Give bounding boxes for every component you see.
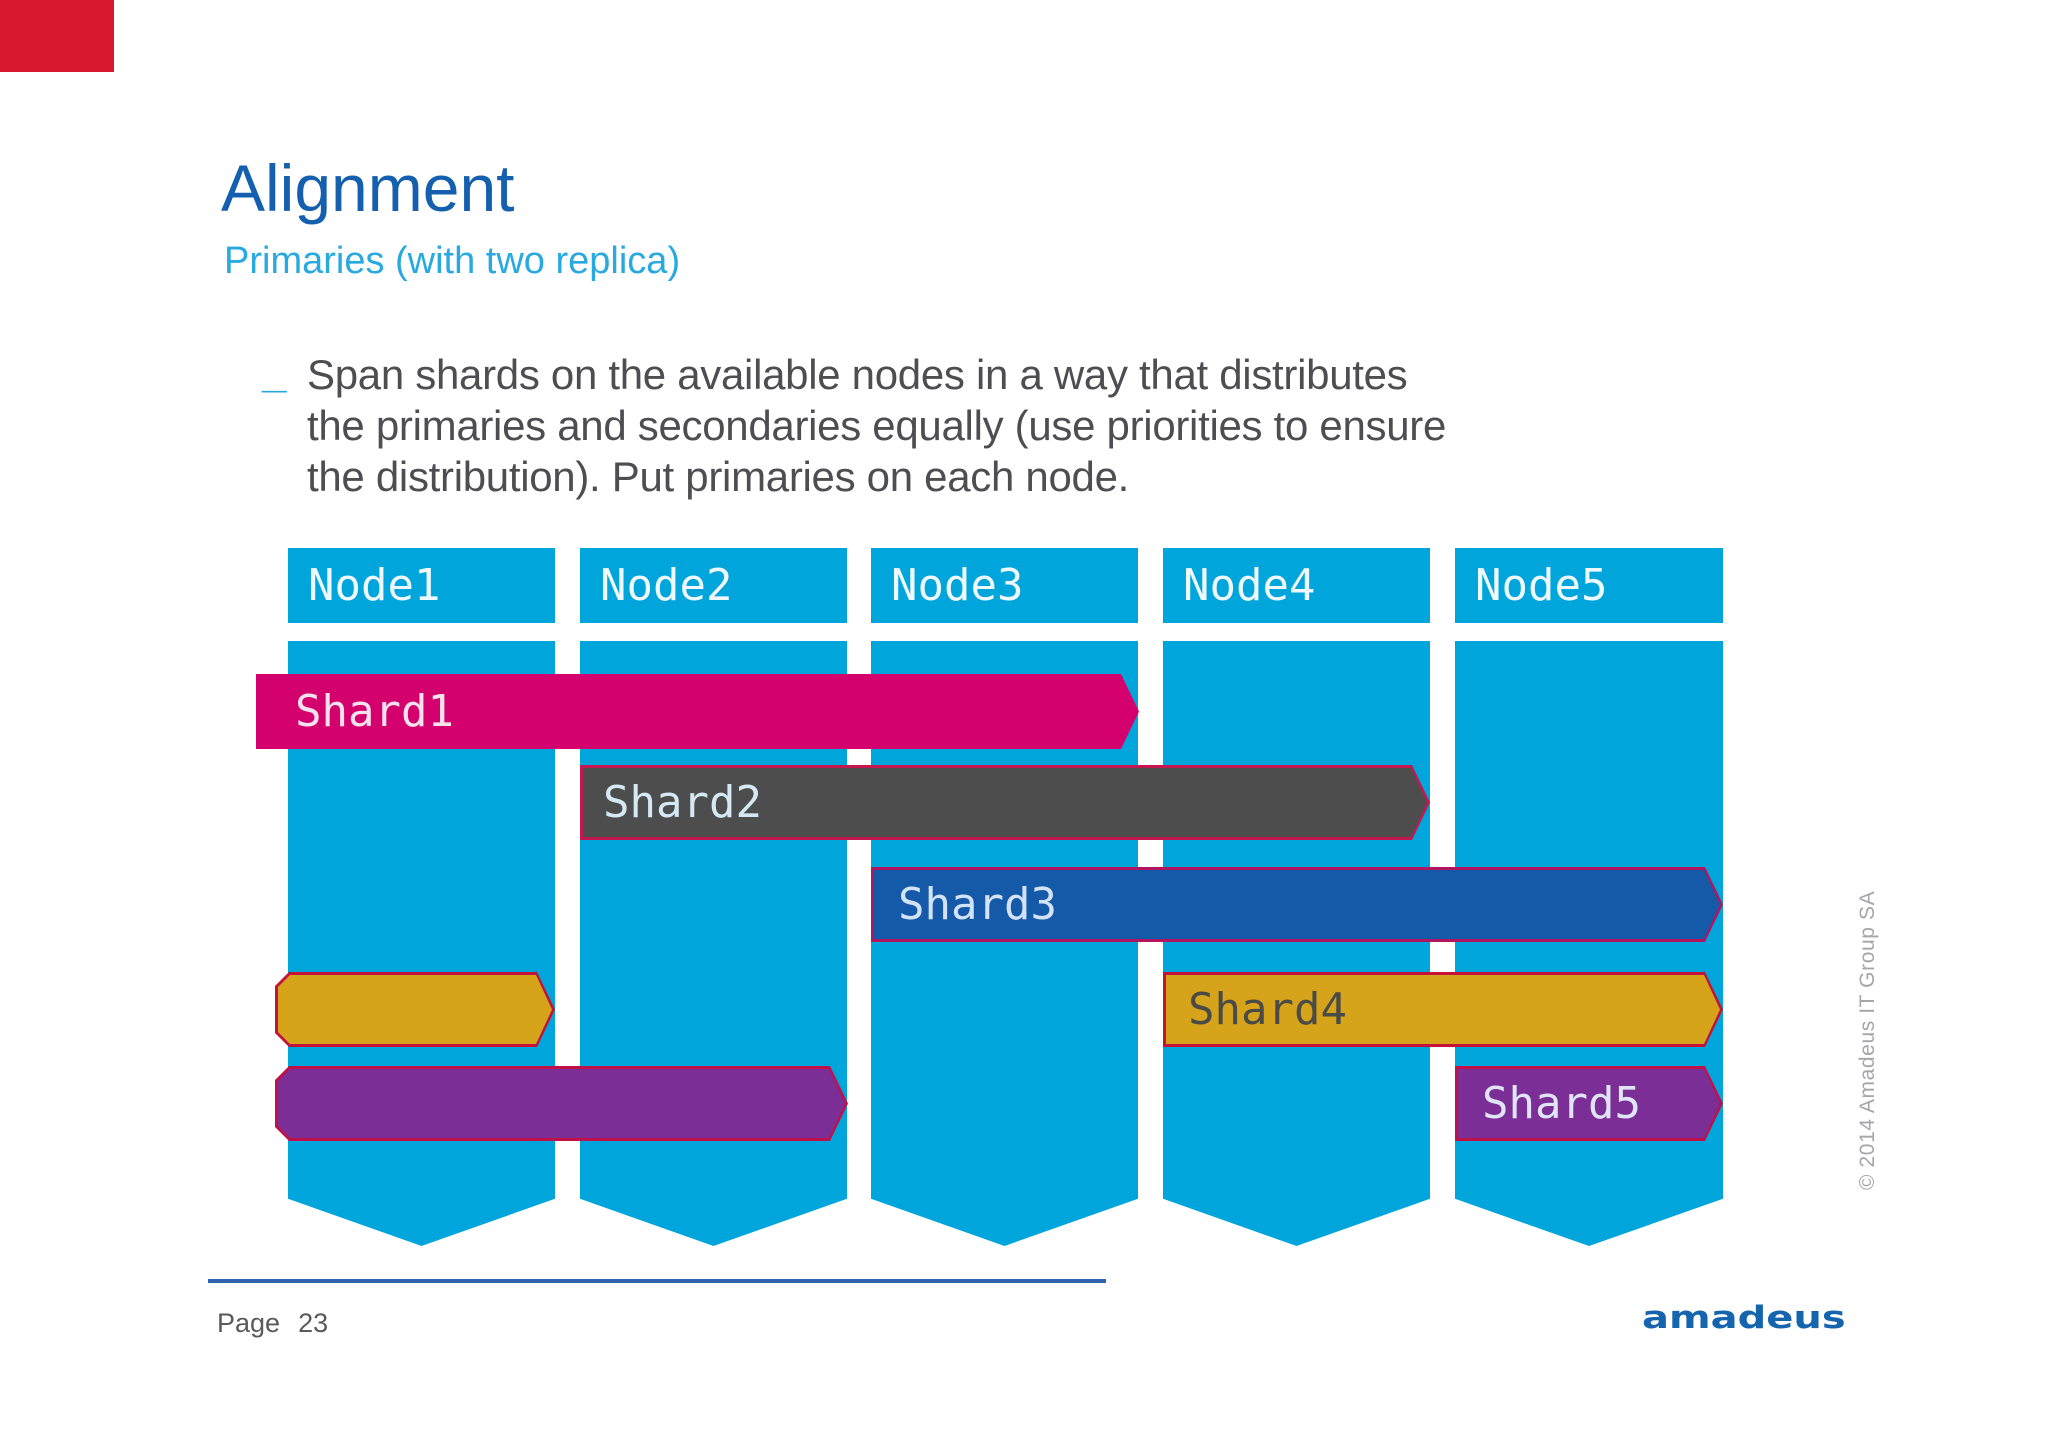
node5-column	[1455, 641, 1723, 1246]
shard2-label: Shard2	[603, 777, 762, 828]
bullet-line-1: Span shards on the available nodes in a …	[307, 351, 1408, 398]
shard5-label: Shard5	[1482, 1078, 1641, 1129]
red-corner-tab	[0, 0, 114, 72]
slide-title: Alignment	[221, 151, 515, 225]
shard1-fill: Shard1	[259, 677, 1136, 746]
bullet-line-2: the primaries and secondaries equally (u…	[307, 402, 1447, 449]
shard3-bar: Shard3	[871, 867, 1723, 942]
footer-divider-line	[208, 1279, 1106, 1283]
page-number: 23	[298, 1308, 329, 1338]
shard5-wrap-bar	[275, 1066, 848, 1141]
shard4-wrap-fill	[278, 975, 552, 1044]
shard1-bar: Shard1	[256, 674, 1139, 749]
shard5-wrap-fill	[278, 1069, 845, 1138]
bullet-marker: _	[262, 348, 287, 397]
shard2-bar: Shard2	[580, 765, 1430, 840]
shard2-fill: Shard2	[583, 768, 1427, 837]
shard5-fill: Shard5	[1458, 1069, 1720, 1138]
shard3-label: Shard3	[898, 879, 1057, 930]
amadeus-logo: amadeus	[1642, 1300, 1846, 1336]
shard4-wrap-bar	[275, 972, 555, 1047]
bullet-paragraph: Span shards on the available nodes in a …	[307, 349, 1727, 502]
bullet-line-3: the distribution). Put primaries on each…	[307, 453, 1129, 500]
node4-header: Node4	[1163, 548, 1430, 623]
copyright-vertical-text: © 2014 Amadeus IT Group SA	[1856, 890, 1879, 1190]
node5-header: Node5	[1455, 548, 1723, 623]
node1-header: Node1	[288, 548, 555, 623]
shard5-bar: Shard5	[1455, 1066, 1723, 1141]
node3-header: Node3	[871, 548, 1138, 623]
page-label: Page	[217, 1308, 281, 1338]
slide-subtitle: Primaries (with two replica)	[224, 240, 681, 282]
node2-header: Node2	[580, 548, 847, 623]
shard4-fill: Shard4	[1166, 975, 1720, 1044]
shard4-bar: Shard4	[1163, 972, 1723, 1047]
page-indicator: Page 23	[217, 1308, 328, 1339]
shard4-label: Shard4	[1188, 984, 1347, 1035]
shard3-fill: Shard3	[874, 870, 1720, 939]
node4-column	[1163, 641, 1430, 1246]
shard1-label: Shard1	[295, 686, 454, 737]
